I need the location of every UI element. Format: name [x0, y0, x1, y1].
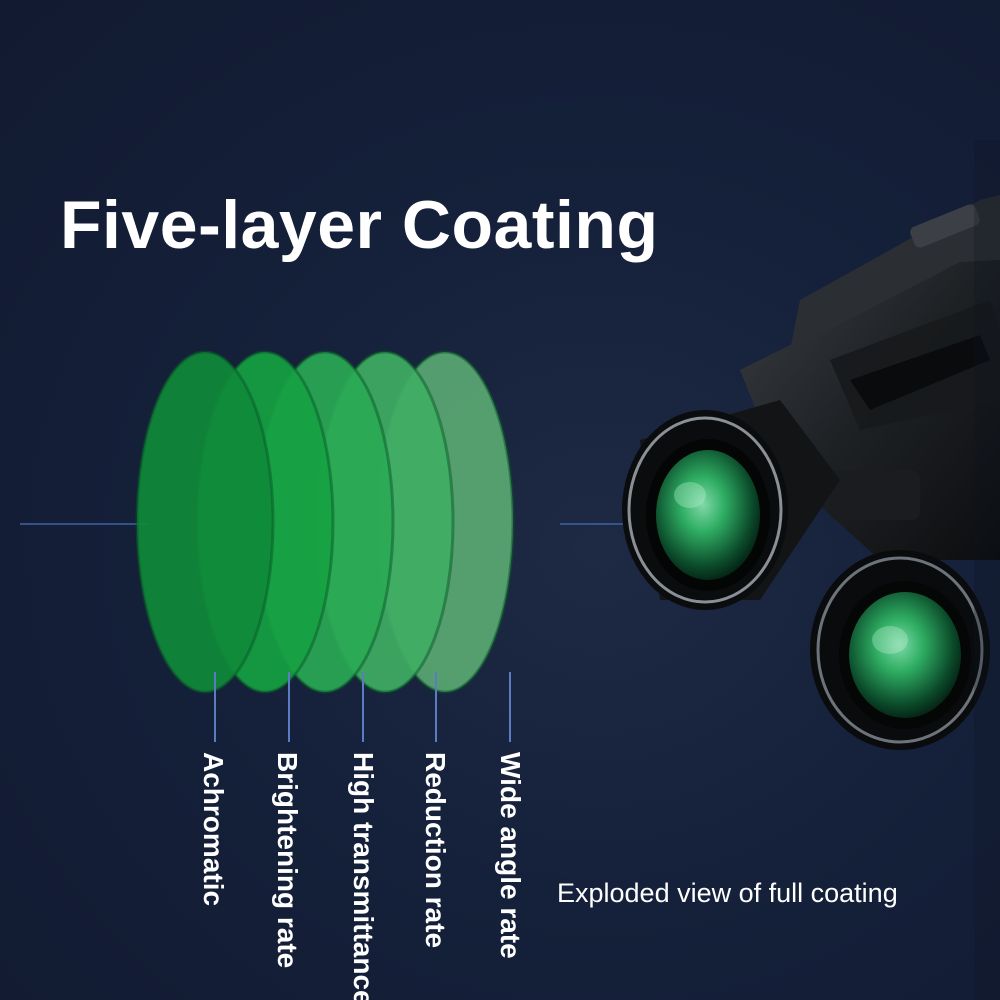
- layer-label-achromatic: Achromatic: [198, 752, 229, 907]
- layer-label-reduction: Reduction rate: [420, 752, 451, 949]
- layer-label-brightening: Brightening rate: [272, 752, 303, 969]
- headline: Five-layer Coating: [60, 187, 659, 263]
- layer-label-wide-angle: Wide angle rate: [495, 752, 526, 959]
- caption: Exploded view of full coating: [557, 878, 898, 908]
- layer-label-transmittance: High transmittance: [348, 752, 379, 1000]
- coating-layers: [135, 350, 515, 694]
- binoculars-icon: [622, 140, 1000, 1000]
- coating-layer-1: [135, 350, 275, 694]
- leader-lines: [214, 672, 511, 742]
